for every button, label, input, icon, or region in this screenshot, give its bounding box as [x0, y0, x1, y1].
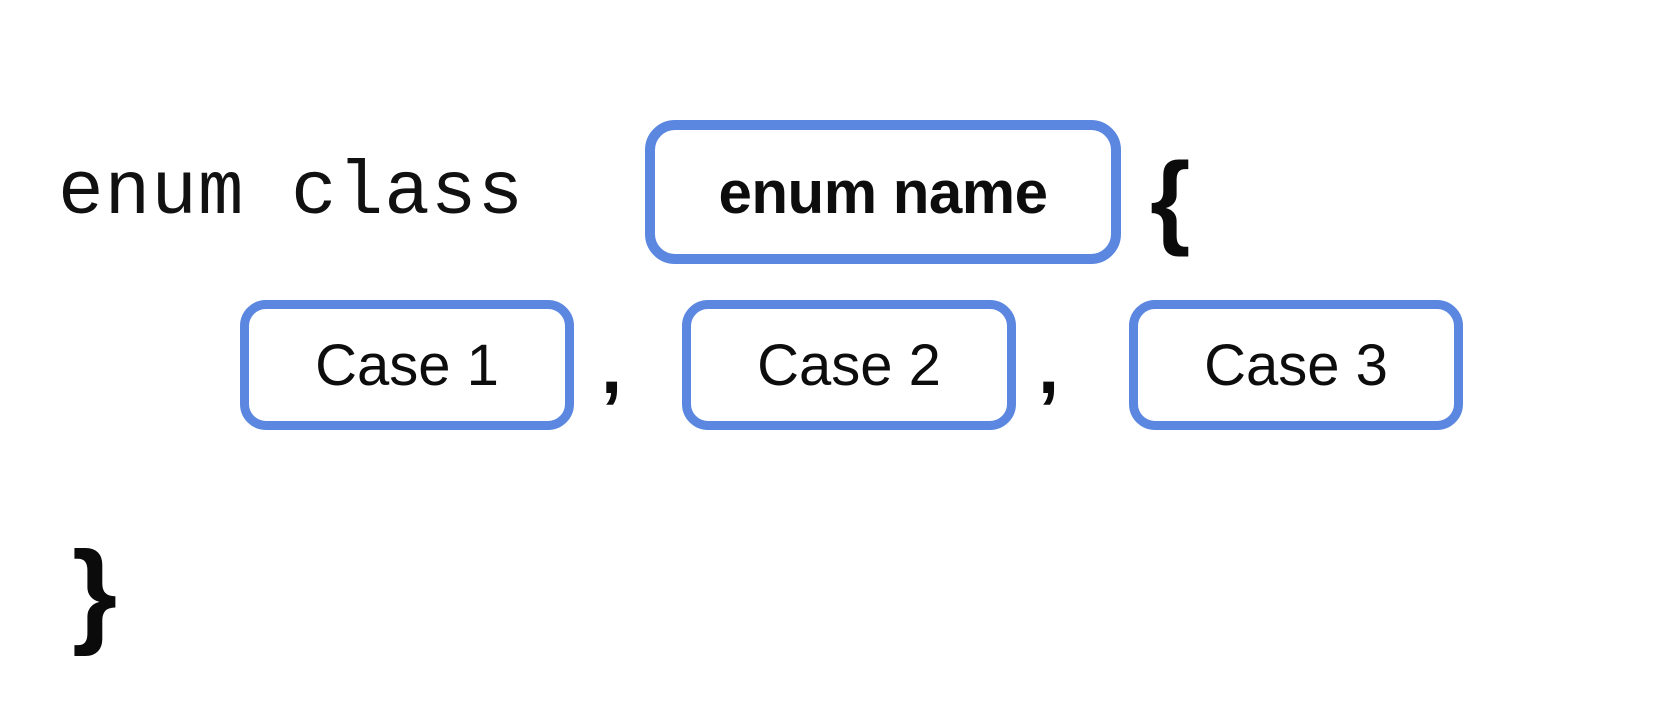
case-1-placeholder-box[interactable]: Case 1: [240, 300, 574, 430]
case-3-placeholder-box[interactable]: Case 3: [1129, 300, 1463, 430]
enum-name-label: enum name: [718, 158, 1048, 226]
open-brace: {: [1150, 142, 1191, 258]
comma-separator-1: ,: [601, 325, 623, 410]
case-2-label: Case 2: [757, 332, 941, 398]
comma-separator-2: ,: [1038, 325, 1060, 410]
enum-name-placeholder-box[interactable]: enum name: [645, 120, 1121, 264]
enum-class-keyword: enum class: [58, 150, 525, 236]
case-3-label: Case 3: [1204, 332, 1388, 398]
close-brace: }: [72, 527, 118, 657]
case-1-label: Case 1: [315, 332, 499, 398]
case-2-placeholder-box[interactable]: Case 2: [682, 300, 1016, 430]
